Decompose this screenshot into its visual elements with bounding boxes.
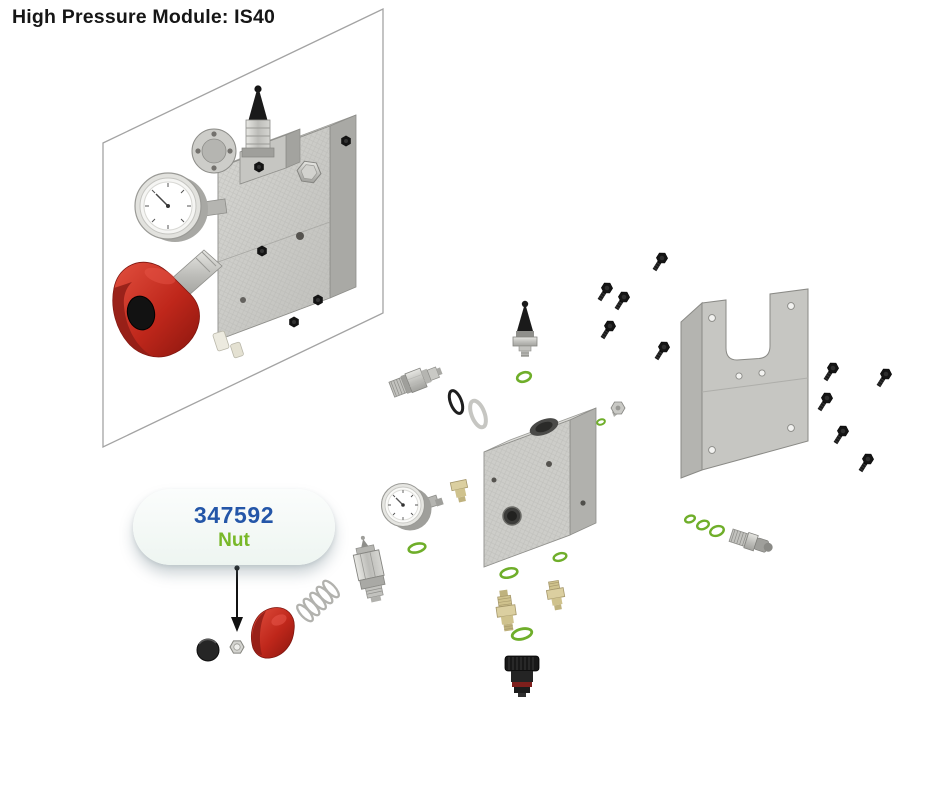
- callout-part-name: Nut: [218, 530, 250, 551]
- gauge-exploded: [380, 482, 444, 531]
- exploded-parts: [196, 250, 894, 697]
- check-valve-plug: [728, 528, 773, 553]
- callout-arrow: [231, 565, 243, 632]
- brass-fitting-small: [449, 479, 469, 503]
- assembled-module: [112, 85, 357, 359]
- module-bolts: [254, 135, 351, 328]
- bolt: [873, 366, 894, 390]
- end-cap: [196, 638, 220, 662]
- red-knob: [251, 607, 295, 659]
- bolt: [651, 339, 672, 363]
- gauge-needle: [155, 193, 169, 207]
- oring-green-a: [552, 551, 568, 563]
- hex-bolt-large: [296, 160, 322, 184]
- page-title: High Pressure Module: IS40: [12, 6, 276, 28]
- straight-fitting: [388, 366, 443, 398]
- panel-frame: [102, 7, 384, 449]
- bolt: [814, 390, 835, 414]
- cartridge-valve: [352, 535, 386, 603]
- bolt: [594, 280, 615, 304]
- hex-plug-small: [610, 401, 626, 417]
- bolt: [649, 250, 670, 274]
- handle-grip-cap: [126, 295, 156, 331]
- bracket-holes: [708, 302, 795, 454]
- bolt: [611, 289, 632, 313]
- spring: [296, 579, 340, 623]
- bolt: [597, 318, 618, 342]
- oring-green-b: [499, 566, 519, 580]
- fitting-a: [545, 579, 566, 611]
- oring-small-green: [515, 370, 533, 384]
- callout-bubble[interactable]: 347592 Nut: [133, 489, 335, 565]
- bolt: [855, 451, 876, 475]
- callout-arrowhead: [231, 617, 243, 632]
- callout-part-number: 347592: [193, 502, 275, 528]
- oring-tiny-green: [596, 418, 606, 426]
- bleed-plug-black: [504, 655, 540, 697]
- oring-trio-green: [683, 514, 725, 538]
- bottom-fittings: [212, 330, 244, 359]
- nut: [229, 640, 245, 654]
- bolt: [820, 360, 841, 384]
- bolt: [830, 423, 851, 447]
- valve-block: [483, 407, 597, 568]
- oring-green-mid: [407, 542, 427, 554]
- red-handle: [112, 262, 200, 358]
- pressure-gauge: [134, 172, 208, 242]
- pilot-valve: [512, 300, 538, 357]
- oring-green-c: [510, 627, 534, 641]
- fitting-b: [495, 589, 517, 632]
- pipe-flange: [191, 128, 237, 174]
- relief-valve-stack: [241, 85, 275, 158]
- oring-silver: [468, 398, 488, 430]
- handle-stem: [169, 249, 223, 297]
- oring-black: [447, 389, 465, 415]
- mounting-bracket: [680, 288, 809, 479]
